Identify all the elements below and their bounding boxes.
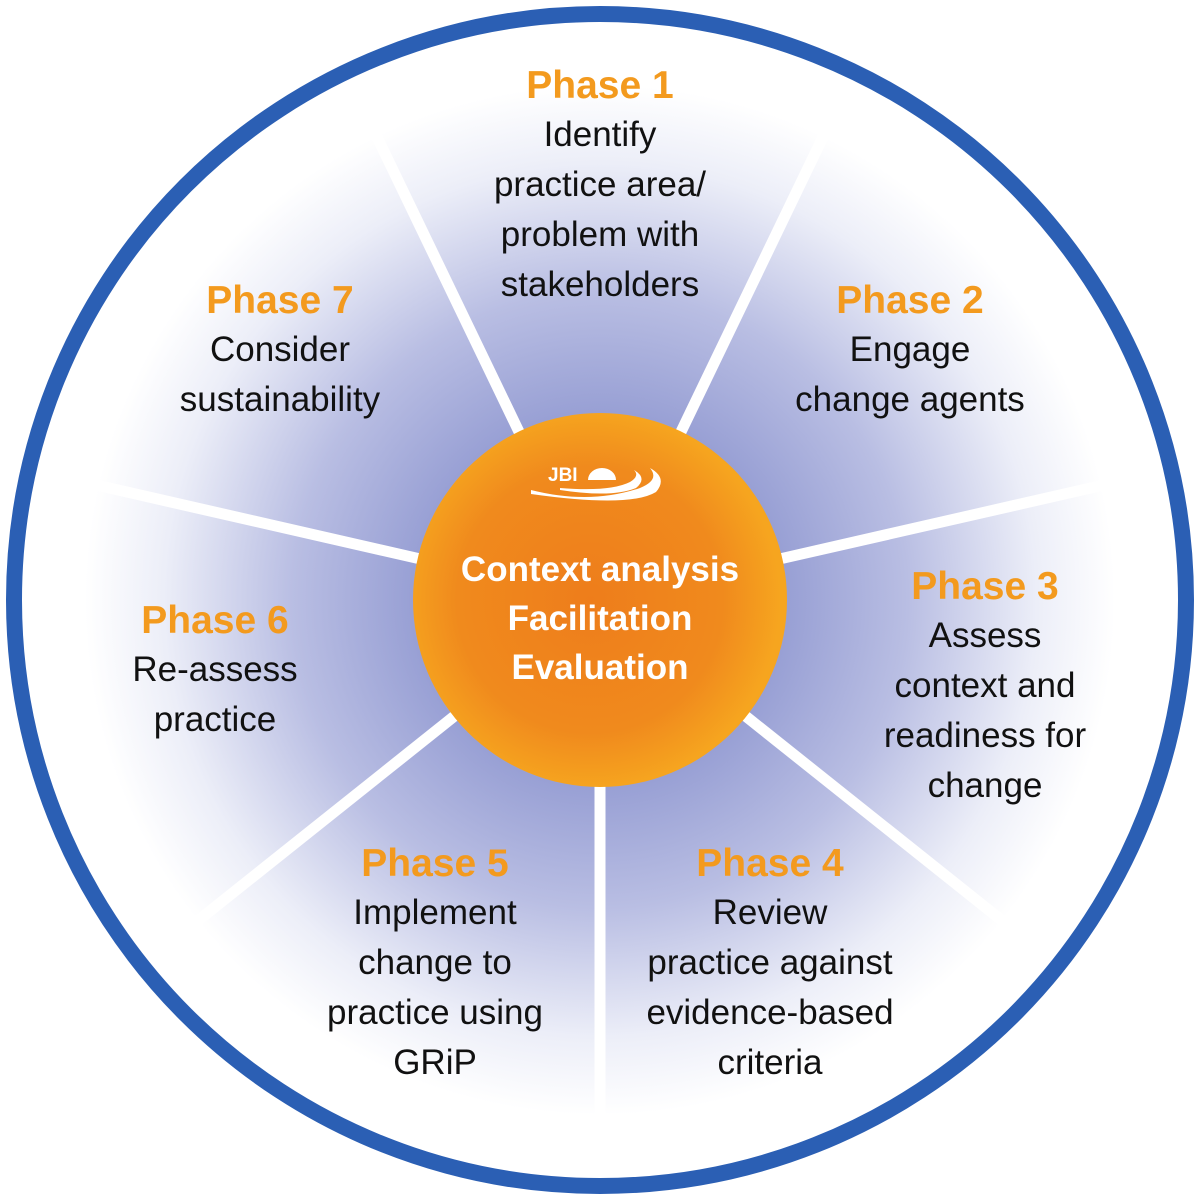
phase-text-line: practice against xyxy=(647,943,893,982)
phase-title: Phase 7 xyxy=(206,279,354,322)
phase-text-line: GRiP xyxy=(393,1043,477,1082)
phase-text-line: practice using xyxy=(327,993,543,1032)
phase-text-line: evidence-based xyxy=(646,993,894,1032)
phase-text-line: Review xyxy=(712,893,828,932)
outer-ring xyxy=(6,6,1194,1194)
phase-title: Phase 1 xyxy=(526,64,674,107)
sector-dividers xyxy=(52,93,1148,1160)
dome-icon xyxy=(588,468,616,480)
phase-text-line: sustainability xyxy=(179,380,381,419)
phase-7: Phase 7 Consider sustainability xyxy=(130,277,430,425)
phase-text-line: Re-assess xyxy=(132,650,298,689)
phase-text-line: change to xyxy=(358,943,512,982)
core-line-facilitation: Facilitation xyxy=(507,599,693,638)
phase-3: Phase 3 Assess context and readiness for… xyxy=(835,563,1135,811)
jbi-logo: JBI xyxy=(531,465,661,501)
phase-title: Phase 3 xyxy=(911,565,1059,608)
phase-1: Phase 1 Identify practice area/ problem … xyxy=(440,62,760,310)
core-label: Context analysis Facilitation Evaluation xyxy=(413,545,787,692)
core-line-evaluation: Evaluation xyxy=(511,648,689,687)
core-line-context-analysis: Context analysis xyxy=(460,550,740,589)
phase-text-line: stakeholders xyxy=(500,265,700,304)
phase-title: Phase 2 xyxy=(836,279,984,322)
phase-6: Phase 6 Re-assess practice xyxy=(75,597,355,745)
sector-divider xyxy=(737,707,1042,954)
phase-title: Phase 4 xyxy=(696,842,844,885)
phase-text-line: change agents xyxy=(795,380,1025,419)
sector-divider xyxy=(158,707,463,954)
sector-divider xyxy=(52,470,426,566)
swoosh-inner-icon xyxy=(560,470,642,494)
phase-text-line: Implement xyxy=(353,893,517,932)
phase-title: Phase 5 xyxy=(361,842,509,885)
phase-text-line: Identify xyxy=(543,115,657,154)
phase-text-line: criteria xyxy=(717,1043,823,1082)
sector-divider xyxy=(352,93,527,441)
phase-text-line: Consider xyxy=(209,330,351,369)
phase-text-line: practice area/ xyxy=(493,165,707,204)
core-circle xyxy=(413,413,787,787)
phase-4: Phase 4 Review practice against evidence… xyxy=(610,840,930,1088)
sector-divider xyxy=(774,470,1148,566)
phase-text-line: Engage xyxy=(849,330,971,369)
phase-text-line: Assess xyxy=(928,616,1042,655)
phase-text-line: change xyxy=(927,766,1043,805)
phase-text-line: problem with xyxy=(500,215,700,254)
phase-2: Phase 2 Engage change agents xyxy=(750,277,1070,425)
phase-5: Phase 5 Implement change to practice usi… xyxy=(275,840,595,1088)
phase-title: Phase 6 xyxy=(141,599,289,642)
jbi-logo-text: JBI xyxy=(548,465,578,486)
swoosh-icon xyxy=(531,468,661,501)
phase-text-line: readiness for xyxy=(883,716,1087,755)
phase-text-line: context and xyxy=(894,666,1076,705)
phase-text-line: practice xyxy=(153,700,277,739)
sector-divider xyxy=(673,93,848,441)
